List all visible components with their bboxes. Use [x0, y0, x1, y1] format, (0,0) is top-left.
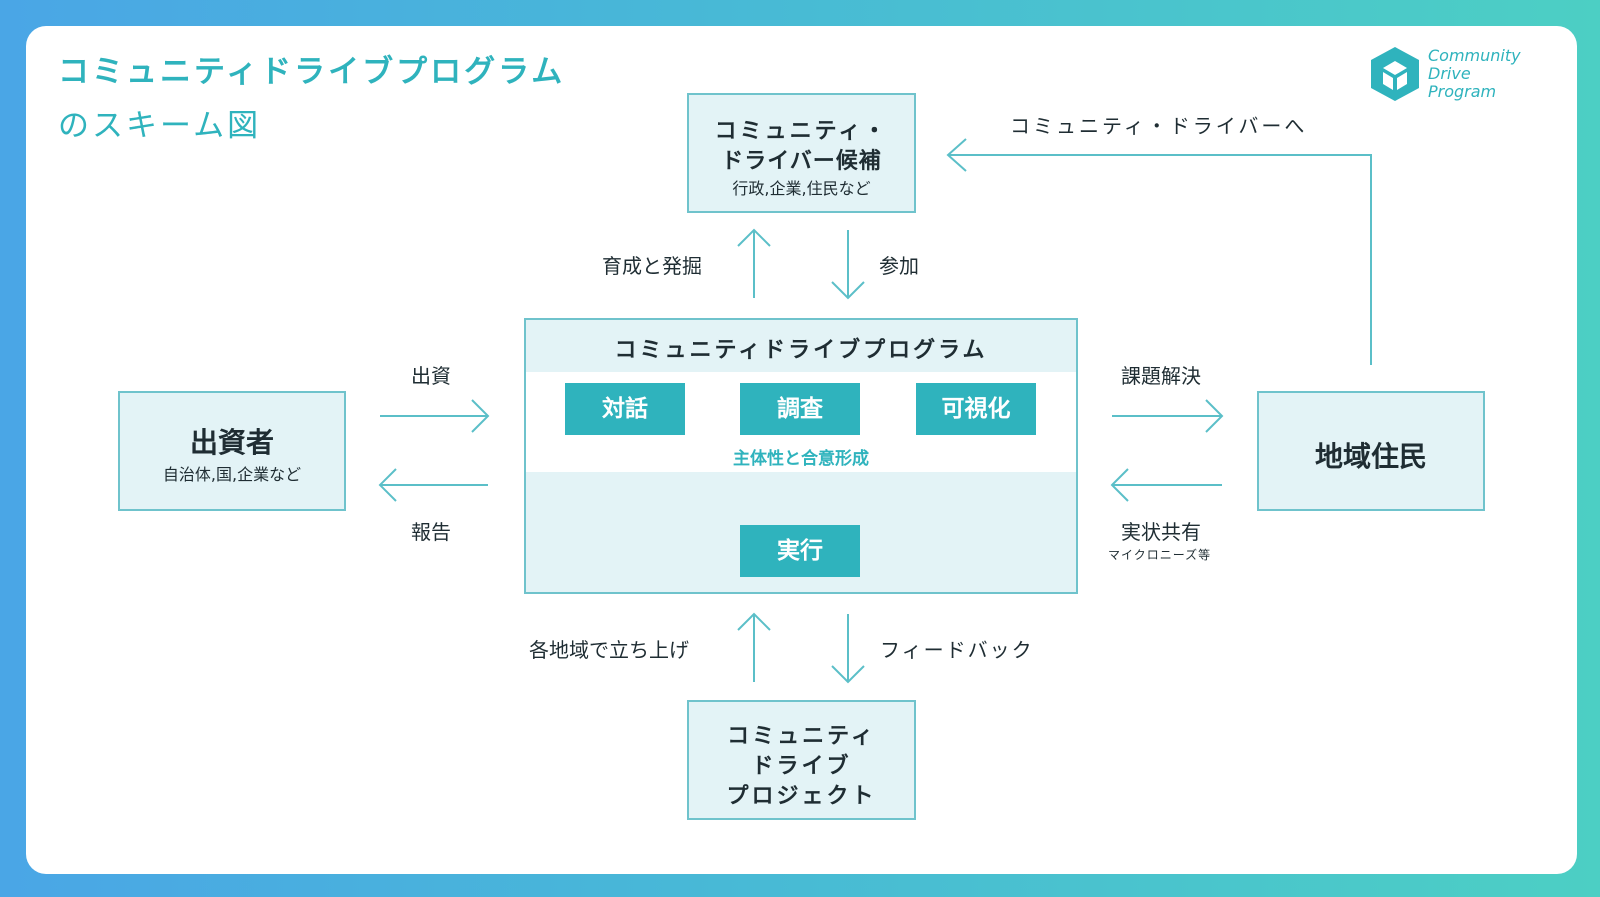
- cube-logo-icon: [1368, 45, 1422, 103]
- page-title: コミュニティドライブプログラム: [58, 54, 566, 90]
- residents-title: 地域住民: [1314, 440, 1427, 473]
- program-title: コミュニティドライブプログラム: [614, 338, 988, 363]
- report-label: 報告: [411, 520, 451, 544]
- project-line-1: コミュニティ: [727, 724, 876, 749]
- investor-title: 出資者: [189, 426, 274, 459]
- step-survey: 調査: [740, 383, 860, 435]
- residents-box: 地域住民: [1257, 391, 1485, 511]
- candidates-title-1: コミュニティ・: [714, 119, 889, 144]
- share-label: 実状共有: [1121, 520, 1201, 544]
- step-execute: 実行: [740, 525, 860, 577]
- investor-box: 出資者 自治体,国,企業など: [118, 391, 346, 511]
- investor-subtitle: 自治体,国,企業など: [162, 465, 302, 484]
- logo-text: Community Drive Program: [1428, 47, 1521, 101]
- driver-candidates-box: コミュニティ・ ドライバー候補 行政,企業,住民など: [687, 93, 916, 213]
- page-subtitle: のスキーム図: [58, 108, 262, 144]
- step-visualize: 可視化: [916, 383, 1036, 435]
- solve-label: 課題解決: [1121, 364, 1201, 388]
- loop-arrow-line: [948, 154, 1372, 365]
- project-line-2: ドライブ: [751, 754, 852, 779]
- candidates-title-2: ドライバー候補: [721, 149, 882, 174]
- project-line-3: プロジェクト: [726, 784, 877, 809]
- step-dialogue: 対話: [565, 383, 685, 435]
- nurture-label: 育成と発掘: [602, 254, 702, 278]
- candidates-subtitle: 行政,企業,住民など: [732, 179, 871, 198]
- project-box: コミュニティ ドライブ プロジェクト: [687, 700, 916, 820]
- logo-line-3: Program: [1428, 82, 1497, 101]
- invest-label: 出資: [411, 364, 451, 388]
- to-driver-label: コミュニティ・ドライバーへ: [1010, 114, 1308, 138]
- launch-label: 各地域で立ち上げ: [529, 638, 689, 662]
- feedback-label: フィードバック: [880, 638, 1034, 662]
- logo-line-1: Community: [1428, 46, 1521, 65]
- consensus-caption: 主体性と合意形成: [733, 449, 869, 469]
- share-sublabel: マイクロニーズ等: [1108, 548, 1212, 562]
- participate-label: 参加: [879, 254, 919, 278]
- logo-line-2: Drive: [1428, 64, 1471, 83]
